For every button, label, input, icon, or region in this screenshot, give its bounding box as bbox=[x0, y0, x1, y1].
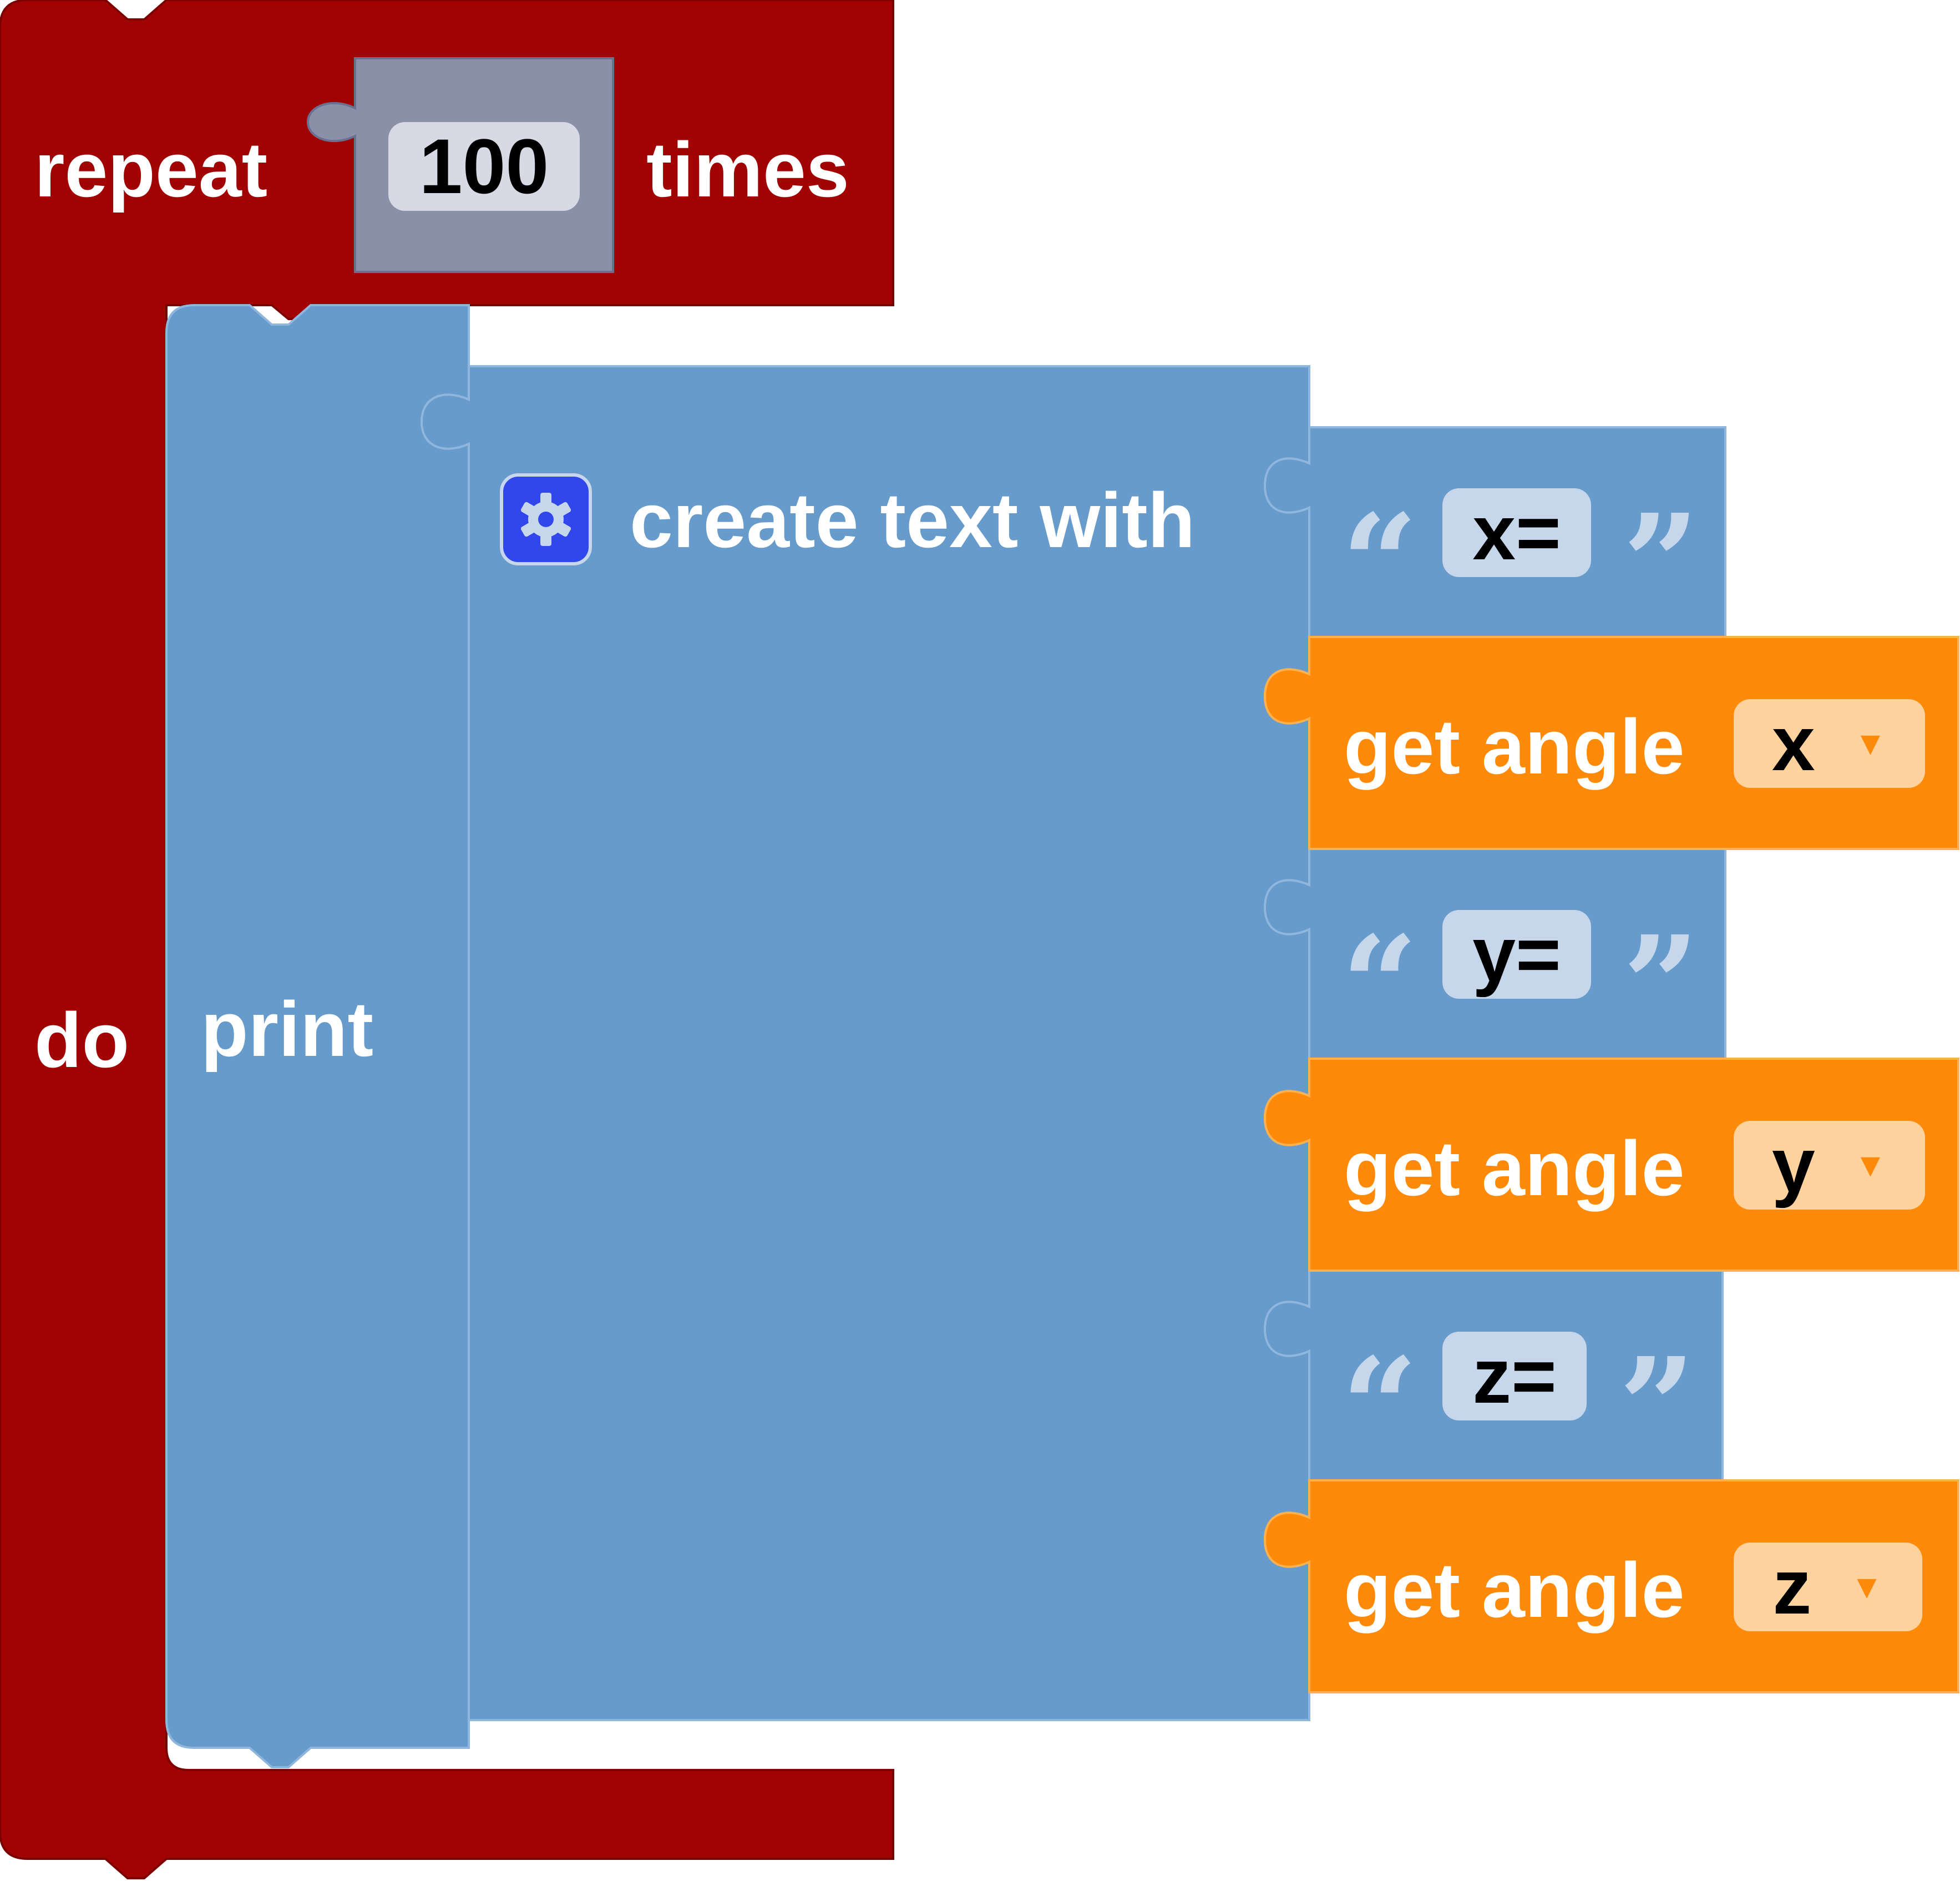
open-quote-icon: “ bbox=[1341, 907, 1419, 1063]
open-quote-icon: “ bbox=[1341, 485, 1419, 641]
print-label: print bbox=[201, 985, 374, 1073]
close-quote-icon: ” bbox=[1623, 485, 1700, 641]
text-field-z[interactable]: z= bbox=[1442, 1332, 1587, 1420]
text-field-y[interactable]: y= bbox=[1442, 910, 1591, 999]
get-angle-block-z[interactable] bbox=[1263, 1479, 1959, 1693]
caret-down-icon: ▼ bbox=[1853, 1146, 1887, 1184]
axis-dropdown-y[interactable]: y ▼ bbox=[1734, 1121, 1925, 1210]
get-angle-block-x[interactable] bbox=[1263, 636, 1959, 850]
axis-dropdown-x[interactable]: x ▼ bbox=[1734, 699, 1925, 788]
repeat-label: repeat bbox=[34, 126, 268, 213]
create-text-block[interactable] bbox=[420, 365, 1310, 1721]
times-label: times bbox=[646, 126, 849, 213]
axis-value: x bbox=[1771, 700, 1815, 787]
caret-down-icon: ▼ bbox=[1850, 1568, 1883, 1605]
close-quote-icon: ” bbox=[1623, 907, 1700, 1063]
text-field-x[interactable]: x= bbox=[1442, 488, 1591, 577]
caret-down-icon: ▼ bbox=[1853, 725, 1887, 762]
open-quote-icon: “ bbox=[1341, 1328, 1419, 1485]
axis-dropdown-z[interactable]: z ▼ bbox=[1734, 1543, 1922, 1631]
repeat-block[interactable] bbox=[0, 0, 894, 1879]
get-angle-label: get angle bbox=[1344, 1125, 1685, 1212]
close-quote-icon: ” bbox=[1619, 1328, 1696, 1485]
get-angle-label: get angle bbox=[1344, 703, 1685, 790]
print-block[interactable] bbox=[165, 304, 470, 1768]
repeat-count-field[interactable]: 100 bbox=[388, 122, 580, 211]
create-text-label: create text with bbox=[630, 477, 1196, 564]
do-label: do bbox=[34, 997, 130, 1084]
get-angle-label: get angle bbox=[1344, 1546, 1685, 1634]
get-angle-block-y[interactable] bbox=[1263, 1058, 1959, 1272]
axis-value: z bbox=[1772, 1543, 1812, 1630]
axis-value: y bbox=[1771, 1121, 1815, 1209]
gear-icon[interactable] bbox=[499, 473, 592, 566]
